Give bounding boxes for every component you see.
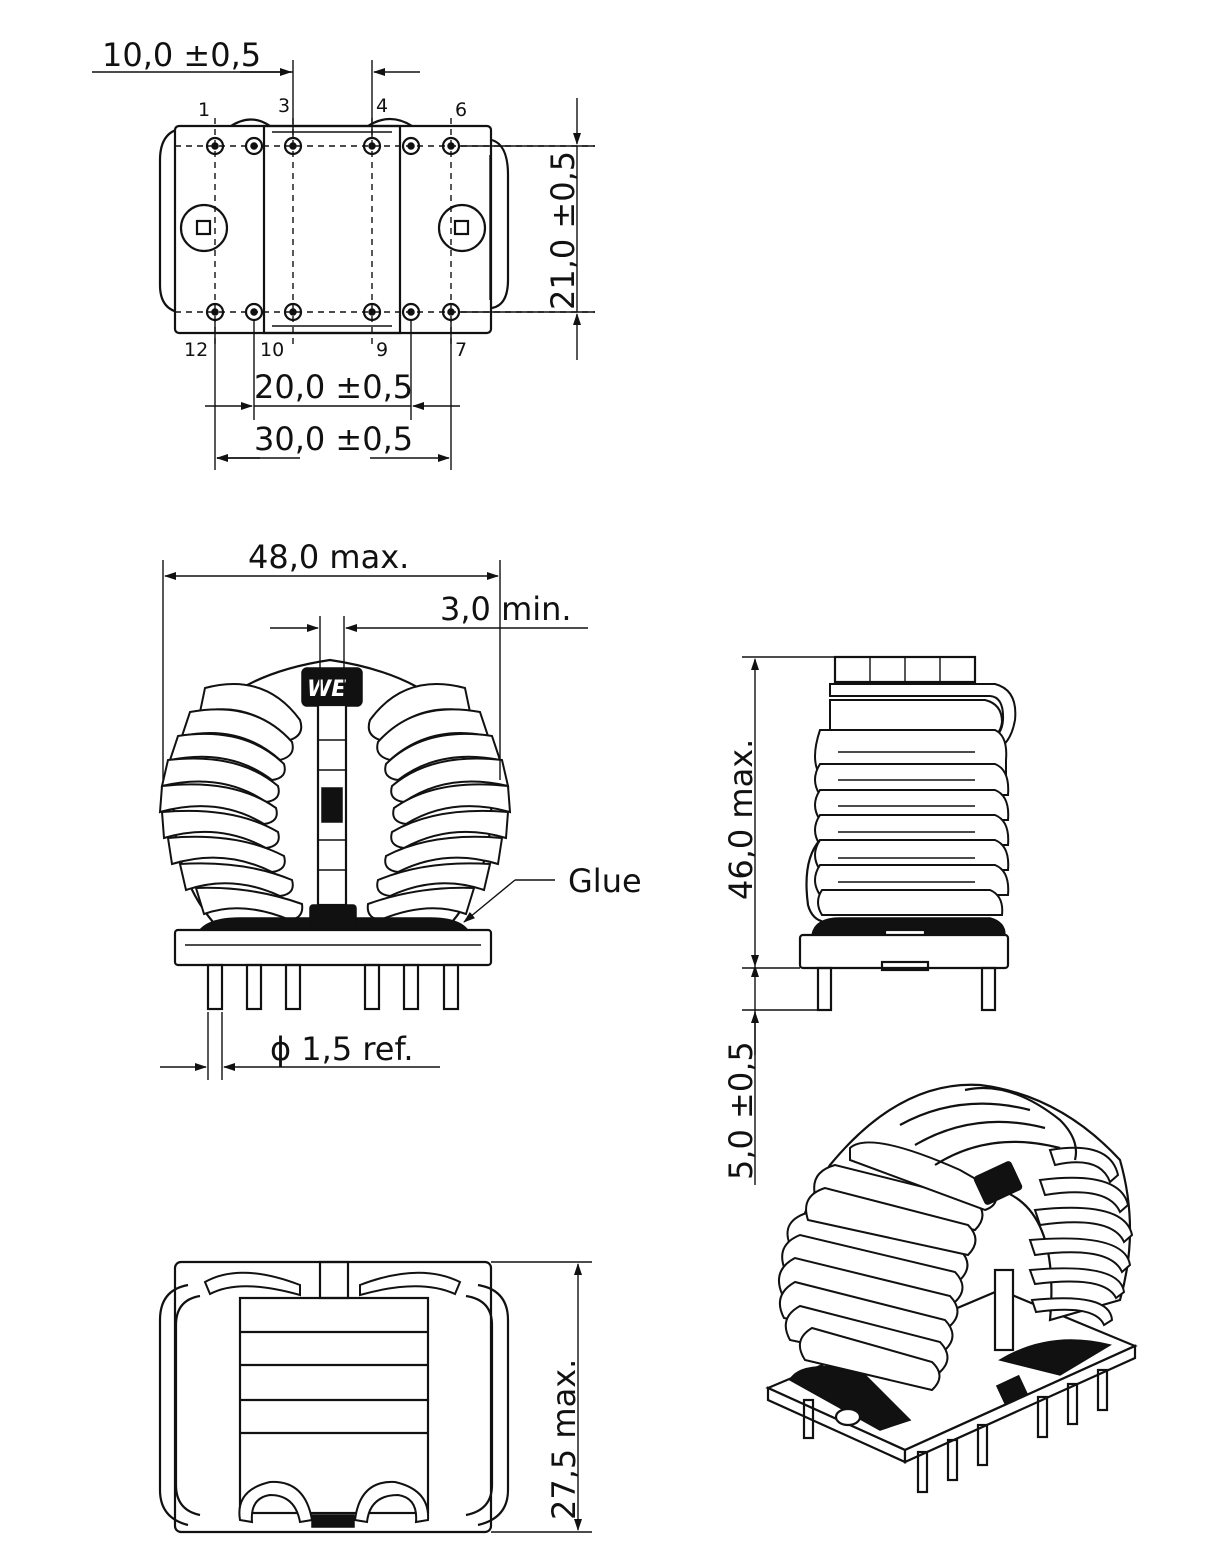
isometric-view: [765, 1083, 1138, 1494]
pin-label-12: 12: [184, 339, 208, 361]
dim-pin: ϕ 1,5 ref.: [270, 1030, 414, 1068]
dim-outer: 30,0 ±0,5: [254, 420, 413, 458]
pin-label-1: 1: [198, 99, 210, 121]
dim-pitch: 10,0 ±0,5: [102, 36, 261, 74]
dim-length: 48,0 max.: [248, 538, 409, 576]
dim-depth: 27,5 max.: [545, 1359, 583, 1520]
pin-label-10: 10: [260, 339, 284, 361]
left-winding: [158, 683, 304, 922]
bottom-view: 27,5 max.: [158, 1260, 592, 1534]
dim-gap: 3,0 min.: [440, 590, 572, 628]
pin-label-3: 3: [278, 95, 290, 117]
pin-label-6: 6: [455, 99, 467, 121]
dim-pin-length: 5,0 ±0,5: [722, 1041, 760, 1180]
side-view: 46,0 max. 5,0 ±0,5: [722, 655, 1017, 1185]
dim-inner: 20,0 ±0,5: [254, 368, 413, 406]
pin-label-9: 9: [376, 339, 388, 361]
iso-left-winding: [778, 1141, 998, 1392]
dim-width: 21,0 ±0,5: [544, 151, 582, 310]
glue-label: Glue: [568, 862, 642, 900]
front-pins: [206, 963, 460, 1011]
front-view: WE 48,0 max.: [158, 538, 642, 1080]
core-logo: WE: [307, 677, 346, 702]
top-view: 1 3 4 6 12 10 9 7 10,0 ±0,5 21,0 ±0,5 20…: [92, 36, 595, 470]
right-winding: [366, 683, 512, 922]
side-windings: [805, 683, 1017, 924]
pin-label-7: 7: [455, 339, 467, 361]
iso-right-winding: [1028, 1146, 1134, 1327]
dim-height: 46,0 max.: [722, 739, 760, 900]
pin-label-4: 4: [376, 95, 388, 117]
